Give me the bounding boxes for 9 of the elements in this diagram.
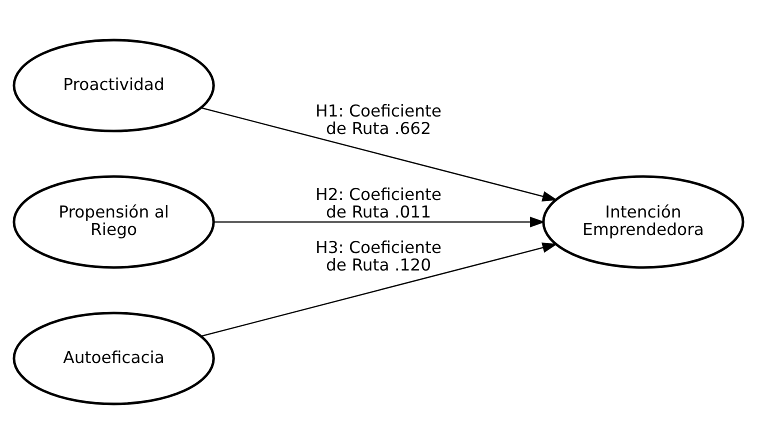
node-ellipse: Autoeficacia: [12, 311, 215, 405]
edge-label: H3: Coeficiente de Ruta .120: [315, 237, 442, 274]
node-ellipse: Proactividad: [12, 38, 215, 132]
node-ellipse: Propensión al Riego: [12, 174, 215, 268]
arrow: [214, 216, 546, 227]
edge-label: H1: Coeficiente de Ruta .662: [315, 100, 442, 138]
arrow: [200, 106, 558, 201]
edge-label: H2: Coeficiente de Ruta .011: [315, 184, 442, 221]
arrow: [200, 242, 558, 336]
